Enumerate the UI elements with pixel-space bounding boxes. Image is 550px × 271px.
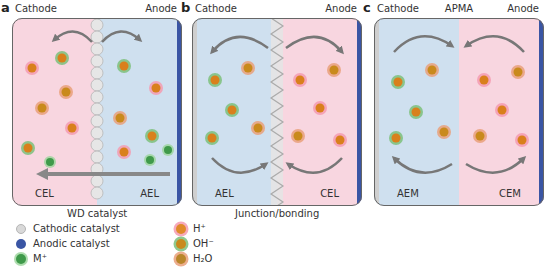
component-label: Junction/bonding [235, 208, 319, 220]
flow-arrows-b [212, 37, 342, 173]
legend-swatch [176, 254, 186, 264]
layer-label: AEM [397, 188, 419, 200]
layer-label: AEL [140, 188, 159, 200]
flow-arrows-a [54, 31, 140, 42]
panel-letter: a [1, 1, 10, 15]
legend-text: Anodic catalyst [33, 238, 110, 250]
legend-swatch [176, 224, 186, 234]
panel-box: CathodeAnodeAELCEL [192, 18, 362, 206]
panel-box: CathodeAnodeCELAEL [12, 18, 182, 206]
panel-c-fill [374, 18, 544, 206]
legend-swatch [16, 254, 26, 264]
electrode-label: Cathode [15, 3, 57, 15]
layer-label: CEL [320, 188, 339, 200]
layer-label: CEM [499, 188, 521, 200]
panel-a-fill [12, 18, 182, 206]
panel-letter: c [363, 1, 371, 15]
species-b [205, 61, 347, 147]
layer-label: AEL [215, 188, 234, 200]
panel-b-fill [192, 18, 362, 206]
component-label: WD catalyst [67, 208, 127, 220]
flow-arrows-c [394, 36, 524, 172]
legend-text: H⁺ [193, 223, 206, 235]
electrode-label: Anode [145, 3, 177, 15]
electrode-label: Cathode [195, 3, 237, 15]
electrode-label: Cathode [377, 3, 419, 15]
electrode-label: Anode [507, 3, 539, 15]
legend-text: H₂O [193, 253, 212, 265]
panel-box: CathodeAPMAAnodeAEMCEM [374, 18, 544, 206]
legend-text: Cathodic catalyst [33, 223, 120, 235]
species-a [21, 51, 174, 168]
membrane-label: APMA [445, 3, 473, 15]
legend-swatch [16, 224, 26, 234]
legend-text: M⁺ [33, 253, 47, 265]
panel-letter: b [181, 1, 190, 15]
legend-swatch [176, 239, 186, 249]
layer-label: CEL [35, 188, 54, 200]
electrode-label: Anode [325, 3, 357, 15]
species-c [389, 63, 529, 147]
legend-swatch [16, 239, 26, 249]
ion-transport-arrow [42, 172, 170, 176]
legend-text: OH⁻ [193, 238, 214, 250]
